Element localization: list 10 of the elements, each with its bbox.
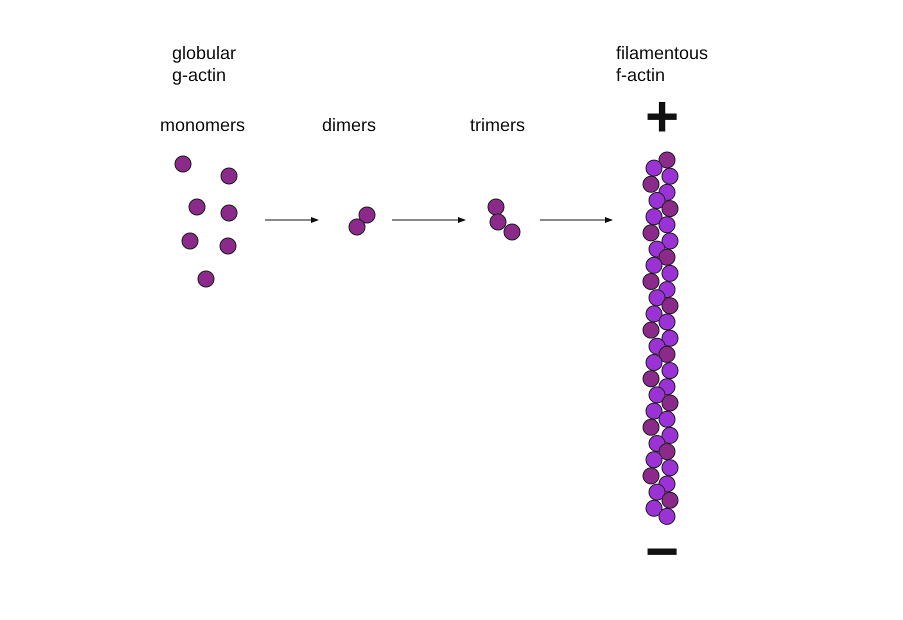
arrow: [392, 217, 466, 223]
node-label: dimers: [322, 114, 378, 136]
minus-sign: −: [644, 523, 680, 581]
node-label: trimers: [470, 114, 526, 136]
node-label: filamentous f-actin: [616, 42, 710, 86]
arrow: [264, 217, 319, 223]
arrow: [540, 217, 613, 223]
node-label: monomers: [160, 114, 246, 136]
heading-text: globular g-actin: [172, 42, 238, 86]
plus-sign: +: [644, 88, 680, 146]
